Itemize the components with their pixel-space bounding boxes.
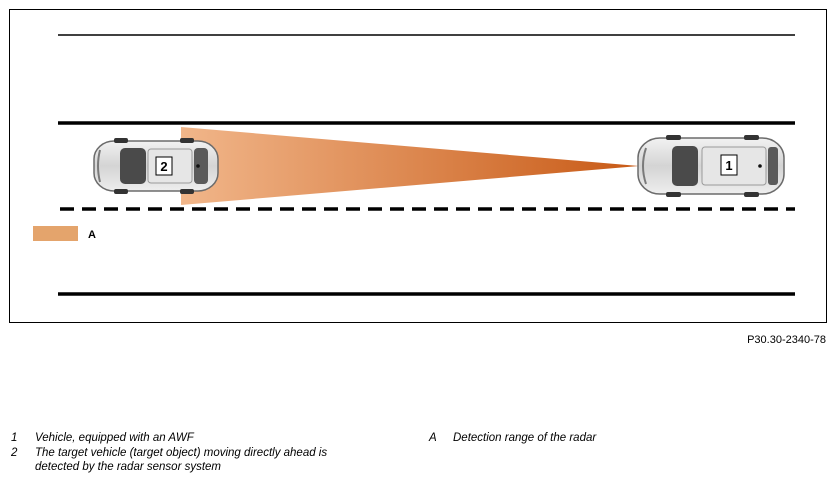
legend-item-1: 1 Vehicle, equipped with an AWF [11, 431, 194, 445]
legend-text-a: Detection range of the radar [453, 432, 597, 444]
legend-key-2: 2 [11, 447, 18, 459]
legend-text-2: The target vehicle (target object) movin… [35, 447, 328, 473]
detection-range-swatch-label: A [88, 229, 96, 241]
awf-vehicle: 1 [637, 135, 785, 197]
legend-item-a: A Detection range of the radar [429, 431, 596, 445]
radar-diagram: 2 1 A [33, 34, 795, 296]
legend-key-a: A [429, 432, 437, 444]
legend-item-2: 2 The target vehicle (target object) movi… [11, 446, 365, 474]
target-vehicle-marker-box [155, 156, 173, 176]
awf-vehicle-marker: 1 [725, 158, 732, 173]
legend-key-1: 1 [11, 432, 18, 444]
awf-vehicle-marker-box [720, 154, 738, 176]
target-vehicle: 2 [93, 138, 219, 194]
detection-range-swatch [33, 226, 78, 241]
radar-detection-beam [181, 127, 639, 205]
target-vehicle-marker: 2 [160, 159, 167, 174]
legend-text-1: Vehicle, equipped with an AWF [35, 432, 194, 444]
figure-code: P30.30-2340-78 [747, 334, 826, 346]
